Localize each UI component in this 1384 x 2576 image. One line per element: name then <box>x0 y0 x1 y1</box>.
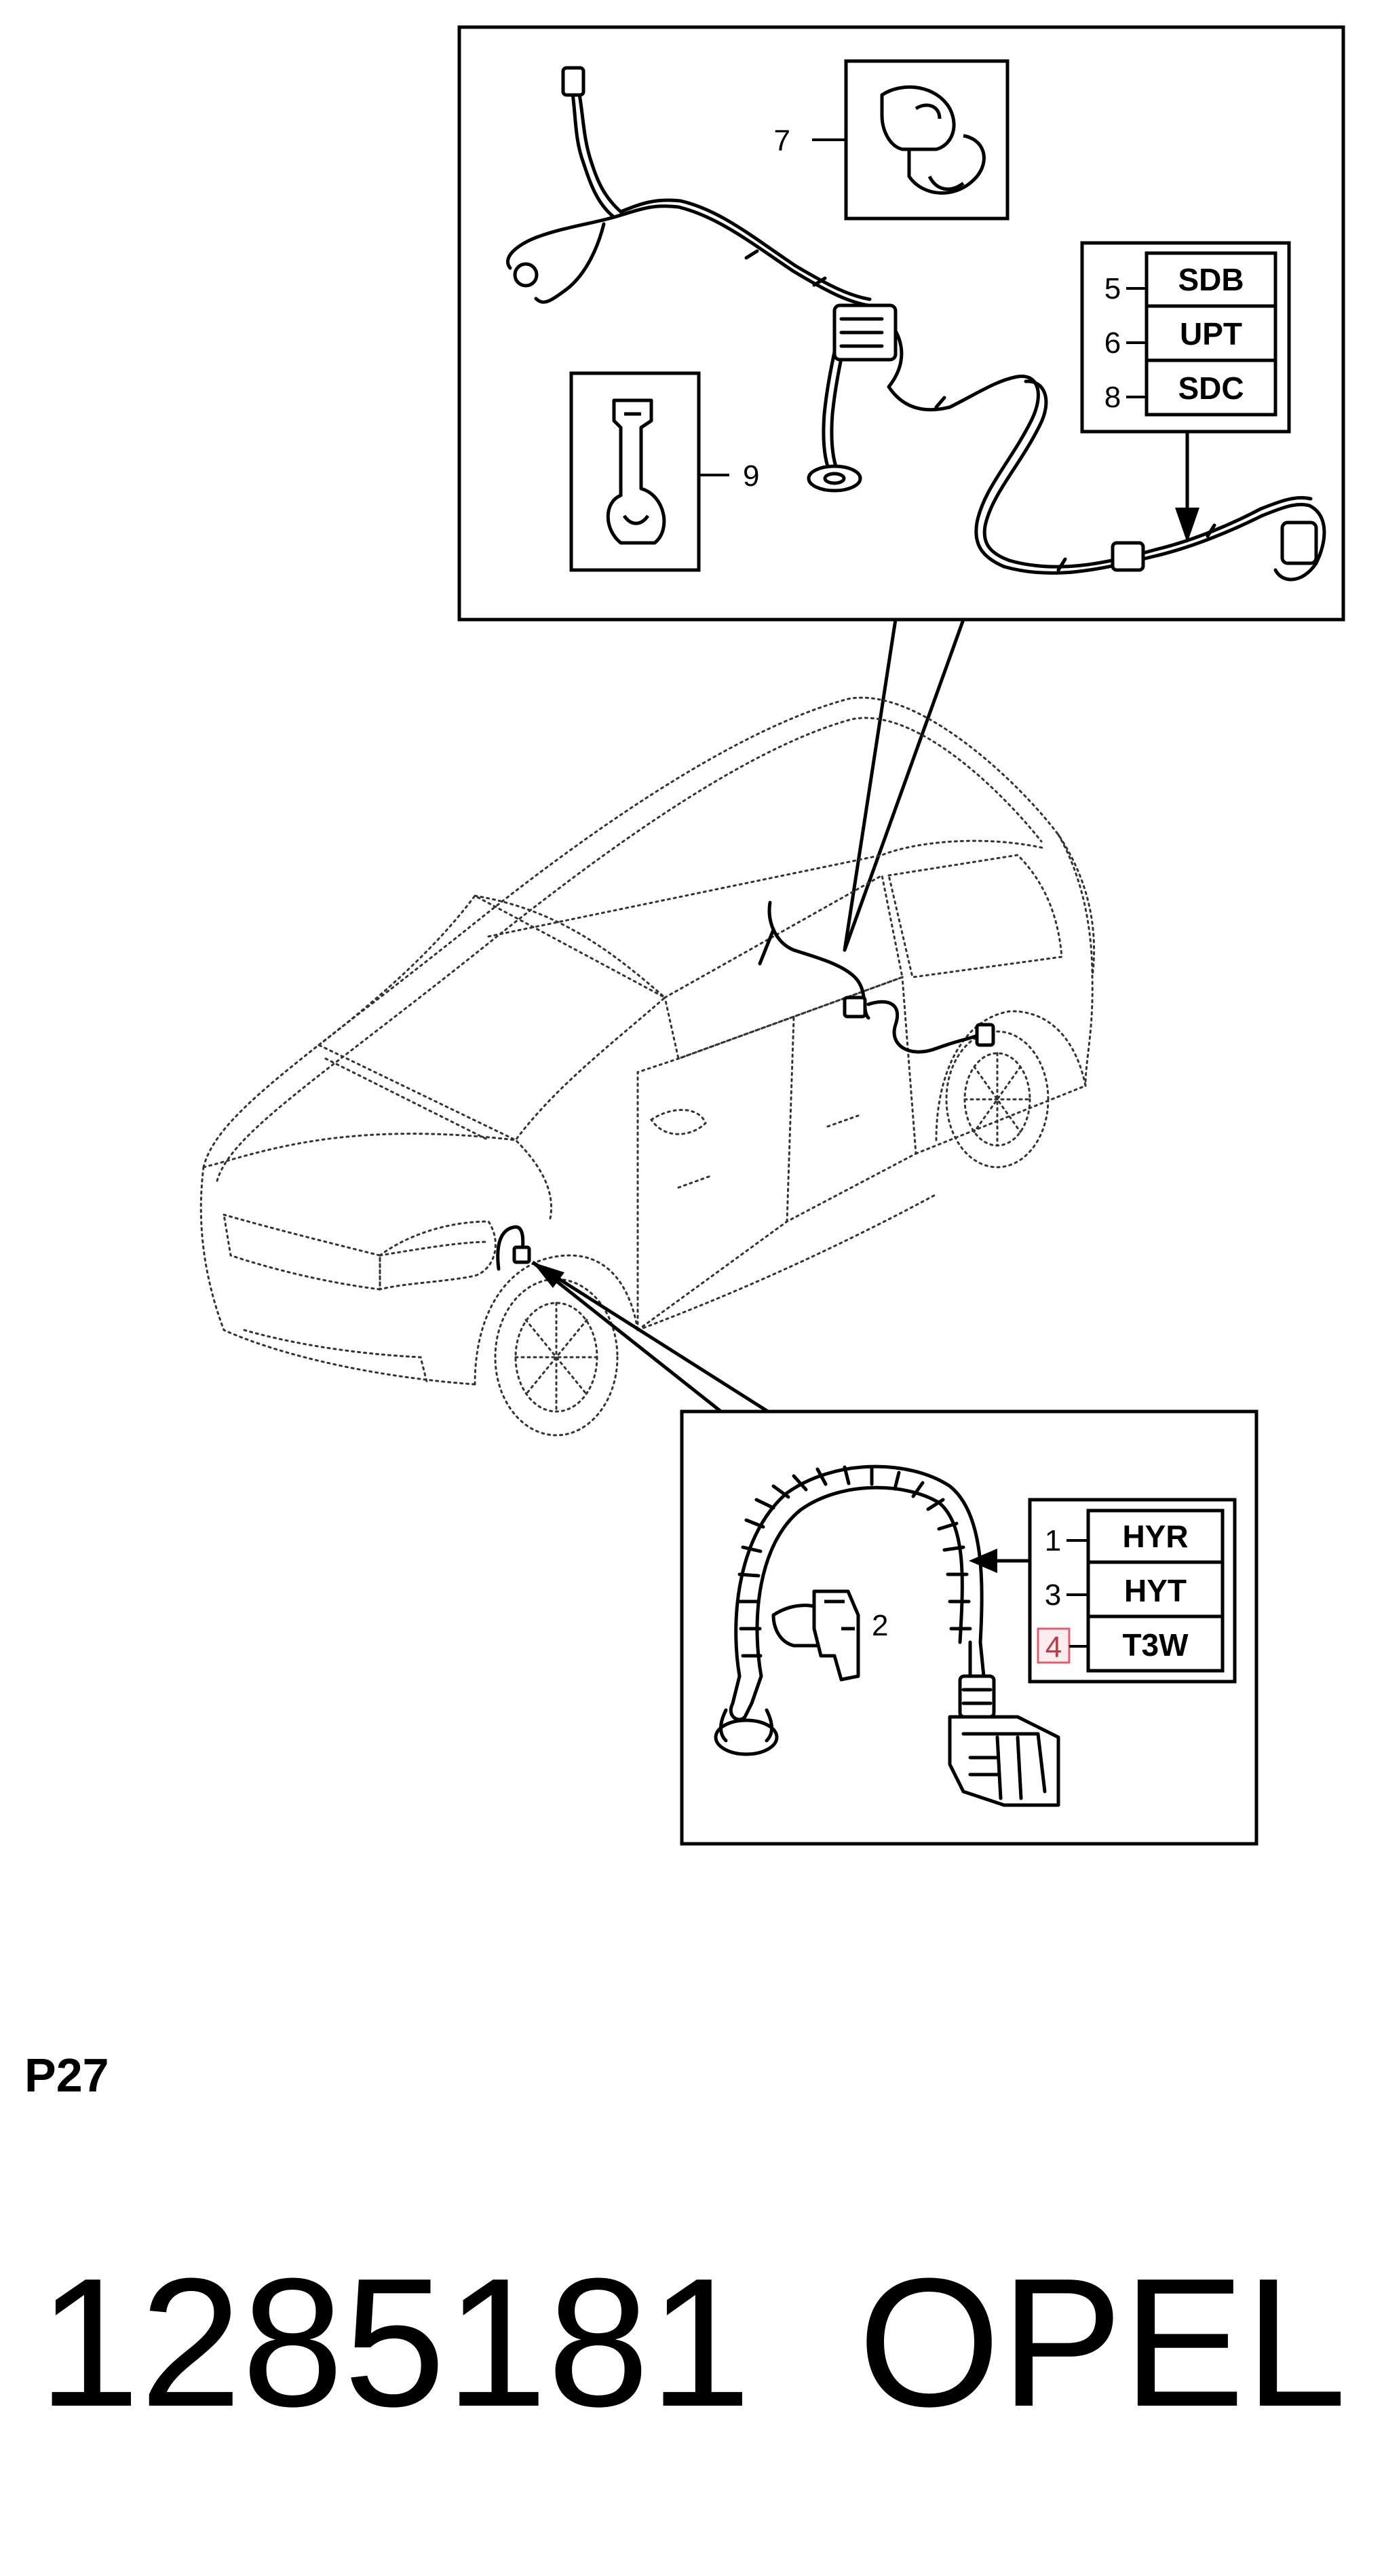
upper-code-row: 5 SDB <box>1104 251 1277 308</box>
clip-2-drawing <box>771 1589 860 1682</box>
brand-name: OPEL <box>858 2241 1347 2445</box>
upper-code-value: SDC <box>1178 371 1244 406</box>
clip-7-box <box>844 59 1010 221</box>
upper-code-value: SDB <box>1178 262 1244 297</box>
upper-code-row: 6 UPT <box>1104 304 1277 362</box>
lower-code-num: 1 <box>1045 1524 1061 1557</box>
upper-inset: 7 9 5 SDB 6 UPT <box>457 25 1345 622</box>
upper-code-num: 6 <box>1104 326 1121 360</box>
upper-code-num: 8 <box>1104 381 1121 414</box>
car-outline <box>199 696 1096 1437</box>
corrugated-harness-drawing <box>714 1464 1060 1807</box>
lower-code-table: 1 HYR 3 HYT 4 T3W <box>1028 1498 1237 1684</box>
figure-code: P27 <box>24 2049 109 2102</box>
door-wiring-harness-drawing <box>506 66 1326 582</box>
upper-code-table: 5 SDB 6 UPT 8 SDC <box>1080 241 1291 434</box>
upper-code-value: UPT <box>1180 316 1242 352</box>
lower-code-arrowhead <box>969 1549 997 1573</box>
lower-inset: 2 1 HYR 3 HYT 4 <box>680 1409 1258 1846</box>
upper-code-row: 8 SDC <box>1104 358 1277 417</box>
lower-code-num: 4 <box>1045 1631 1062 1664</box>
bracket-9-drawing <box>606 398 666 545</box>
callout-7-label: 7 <box>774 124 790 157</box>
lower-code-row: 1 HYR <box>1045 1509 1225 1564</box>
lower-code-value: T3W <box>1122 1627 1189 1663</box>
bracket-9-box <box>569 371 701 572</box>
upper-code-arrowhead <box>1175 508 1199 543</box>
upper-inset-pointer <box>843 618 965 952</box>
callout-9-label: 9 <box>743 459 759 493</box>
lower-code-row: 3 HYT <box>1045 1560 1225 1618</box>
clip-7-drawing <box>880 85 986 195</box>
lower-code-value: HYT <box>1124 1573 1187 1608</box>
car-harness-location <box>496 901 995 1271</box>
highlight-box <box>1037 1627 1071 1664</box>
callout-2-label: 2 <box>872 1609 888 1642</box>
lower-code-value: HYR <box>1122 1519 1188 1554</box>
lower-inset-pointer <box>531 1260 836 1426</box>
lower-code-row: 4 T3W <box>1037 1614 1225 1673</box>
upper-code-num: 5 <box>1104 272 1121 305</box>
lower-code-num: 3 <box>1045 1578 1061 1612</box>
part-number: 1285181 <box>38 2241 751 2445</box>
